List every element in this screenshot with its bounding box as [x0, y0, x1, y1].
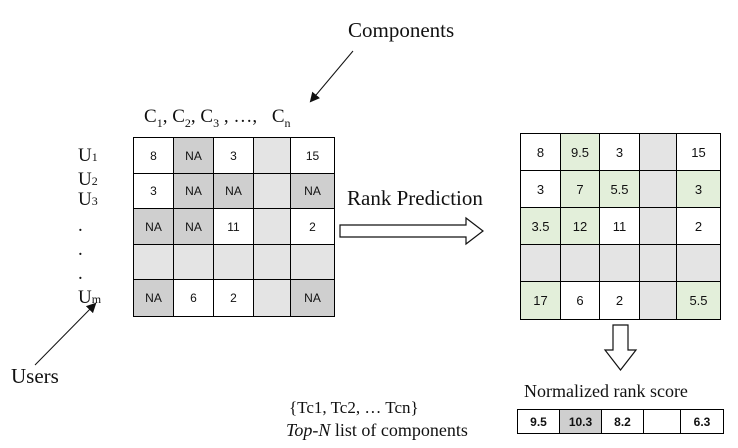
right-matrix-cell-r4-c5 — [677, 245, 720, 282]
rank-prediction-arrow — [339, 216, 484, 246]
left-matrix-cell-r2-c4 — [254, 174, 291, 209]
right-matrix-cell-r1-c3: 3 — [600, 134, 640, 171]
left-matrix-cell-r4-c4 — [254, 245, 291, 280]
rank-prediction-label: Rank Prediction — [347, 186, 483, 210]
left-matrix-cell-r4-c5 — [291, 245, 334, 280]
right-matrix-cell-r3-c5: 2 — [677, 208, 720, 245]
left-matrix-cell-r3-c4 — [254, 209, 291, 245]
row-label-dot-3: . — [78, 263, 83, 284]
normalized-rank-score-label: Normalized rank score — [524, 381, 688, 401]
right-matrix-cell-r4-c3 — [600, 245, 640, 282]
right-matrix-cell-r5-c1: 17 — [521, 282, 561, 319]
right-matrix-cell-r5-c4 — [640, 282, 677, 319]
left-matrix-cell-r4-c2 — [174, 245, 214, 280]
col-header-3: C3 , …, — [200, 106, 262, 130]
left-matrix-cell-r1-c4 — [254, 138, 291, 174]
column-header: C1, C2, C3 , …, Cn — [144, 106, 291, 131]
left-matrix-cell-r2-c1: 3 — [134, 174, 174, 209]
right-matrix-cell-r3-c1: 3.5 — [521, 208, 561, 245]
left-matrix-cell-r5-c3: 2 — [214, 280, 254, 316]
right-matrix-cell-r2-c2: 7 — [561, 171, 600, 208]
right-matrix-cell-r3-c4 — [640, 208, 677, 245]
users-arrow — [34, 302, 97, 366]
col-header-2: C2, — [172, 106, 201, 130]
left-matrix-cell-r5-c1: NA — [134, 280, 174, 316]
right-matrix-cell-r2-c4 — [640, 171, 677, 208]
row-label-dot-1: . — [78, 215, 83, 236]
score-cell-c3: 8.2 — [602, 410, 644, 433]
left-matrix-cell-r1-c2: NA — [174, 138, 214, 174]
row-label-dot-2: . — [78, 239, 83, 260]
row-label-u3: U3 — [78, 189, 98, 210]
right-matrix-cell-r1-c2: 9.5 — [561, 134, 600, 171]
row-label-u2: U2 — [78, 169, 98, 190]
score-cell-c2: 10.3 — [560, 410, 602, 433]
left-matrix-cell-r3-c5: 2 — [291, 209, 334, 245]
right-matrix-cell-r1-c1: 8 — [521, 134, 561, 171]
right-matrix-cell-r2-c5: 3 — [677, 171, 720, 208]
col-header-1: C1, — [144, 106, 173, 130]
right-matrix-cell-r5-c2: 6 — [561, 282, 600, 319]
left-matrix-cell-r5-c2: 6 — [174, 280, 214, 316]
col-header-n: Cn — [271, 106, 291, 130]
right-matrix-cell-r4-c1 — [521, 245, 561, 282]
left-matrix-cell-r2-c3: NA — [214, 174, 254, 209]
left-matrix-cell-r5-c4 — [254, 280, 291, 316]
left-matrix-cell-r1-c5: 15 — [291, 138, 334, 174]
row-label-um: Um — [78, 287, 102, 308]
right-matrix-cell-r1-c5: 15 — [677, 134, 720, 171]
components-arrow — [309, 50, 354, 103]
top-n-set: {Tc1, Tc2, … Tcn} — [289, 398, 419, 417]
right-matrix-cell-r3-c3: 11 — [600, 208, 640, 245]
left-matrix-cell-r5-c5: NA — [291, 280, 334, 316]
left-matrix-cell-r4-c1 — [134, 245, 174, 280]
left-matrix-cell-r4-c3 — [214, 245, 254, 280]
right-matrix-cell-r3-c2: 12 — [561, 208, 600, 245]
left-matrix-cell-r1-c1: 8 — [134, 138, 174, 174]
left-matrix-cell-r2-c5: NA — [291, 174, 334, 209]
left-matrix-cell-r3-c3: 11 — [214, 209, 254, 245]
components-label: Components — [348, 18, 455, 42]
right-matrix-cell-r1-c4 — [640, 134, 677, 171]
score-cell-c5: 6.3 — [681, 410, 723, 433]
right-matrix-cell-r5-c3: 2 — [600, 282, 640, 319]
left-matrix-cell-r3-c1: NA — [134, 209, 174, 245]
right-matrix-cell-r2-c3: 5.5 — [600, 171, 640, 208]
left-matrix-cell-r3-c2: NA — [174, 209, 214, 245]
score-cell-c1: 9.5 — [518, 410, 560, 433]
right-matrix-cell-r4-c2 — [561, 245, 600, 282]
down-arrow — [603, 324, 638, 371]
left-matrix-cell-r1-c3: 3 — [214, 138, 254, 174]
score-cell-c4 — [644, 410, 681, 433]
right-matrix-cell-r2-c1: 3 — [521, 171, 561, 208]
top-n-caption: Top-N list of components — [286, 420, 468, 440]
row-label-u1: U1 — [78, 145, 98, 166]
right-matrix-cell-r5-c5: 5.5 — [677, 282, 720, 319]
right-matrix-cell-r4-c4 — [640, 245, 677, 282]
left-matrix-cell-r2-c2: NA — [174, 174, 214, 209]
users-label: Users — [11, 364, 59, 388]
